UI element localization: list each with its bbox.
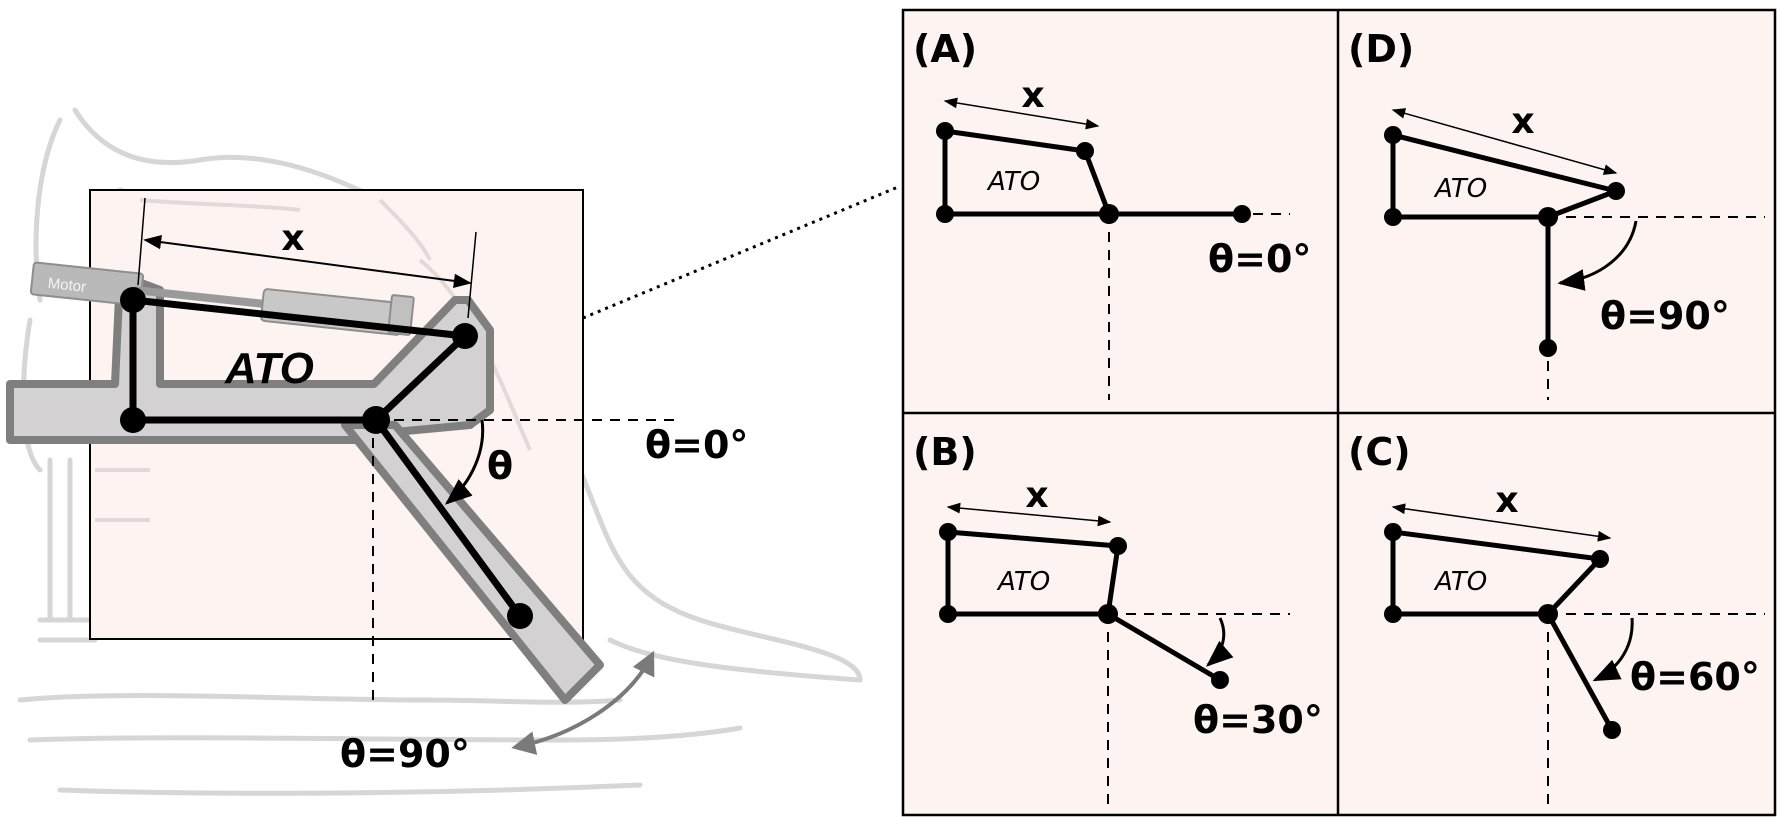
panel-a-x-label: x bbox=[1021, 75, 1044, 116]
main-ato-label: ATO bbox=[224, 344, 314, 393]
actuator-rod bbox=[134, 286, 266, 308]
joint bbox=[507, 603, 533, 629]
main-angle-0-label: θ=0° bbox=[645, 423, 748, 467]
panel-c-id: (C) bbox=[1348, 430, 1411, 474]
motor-actuator: Motor bbox=[29, 261, 415, 336]
joint bbox=[120, 407, 146, 433]
panel-c-x-label: x bbox=[1495, 480, 1518, 521]
panel-b-ato-label: ATO bbox=[996, 567, 1050, 597]
panel-a: (A) x ATO θ=0° bbox=[913, 27, 1311, 400]
panel-a-id: (A) bbox=[913, 27, 977, 71]
joint bbox=[120, 287, 146, 313]
main-angle-90-label: θ=90° bbox=[340, 732, 470, 776]
joint bbox=[452, 323, 478, 349]
panel-a-angle-label: θ=0° bbox=[1208, 237, 1311, 281]
panel-d: (D) x ATO θ=90° bbox=[1348, 27, 1765, 400]
main-x-dimension: x bbox=[137, 197, 477, 319]
panel-c-angle-label: θ=60° bbox=[1630, 655, 1760, 699]
panel-d-x-label: x bbox=[1511, 101, 1534, 142]
main-theta-arc bbox=[444, 419, 485, 505]
panel-c: (C) x ATO θ=60° bbox=[1348, 430, 1765, 805]
panel-b-id: (B) bbox=[913, 430, 977, 474]
main-joints bbox=[120, 287, 533, 629]
main-x-label: x bbox=[281, 218, 304, 259]
panel-a-ato-label: ATO bbox=[986, 167, 1040, 197]
main-theta-symbol: θ bbox=[487, 444, 513, 488]
panel-d-angle-label: θ=90° bbox=[1600, 294, 1730, 338]
panel-d-ato-label: ATO bbox=[1433, 174, 1487, 204]
panel-b-angle-label: θ=30° bbox=[1193, 698, 1323, 742]
panel-b-x-label: x bbox=[1025, 475, 1048, 516]
motion-arrow bbox=[511, 650, 655, 755]
panel-d-id: (D) bbox=[1348, 27, 1414, 71]
panel-b: (B) x ATO θ=30° bbox=[913, 430, 1323, 805]
zoom-connector bbox=[582, 185, 899, 320]
panel-c-ato-label: ATO bbox=[1433, 567, 1487, 597]
main-reference-lines bbox=[372, 419, 680, 708]
motor-label: Motor bbox=[47, 275, 87, 296]
